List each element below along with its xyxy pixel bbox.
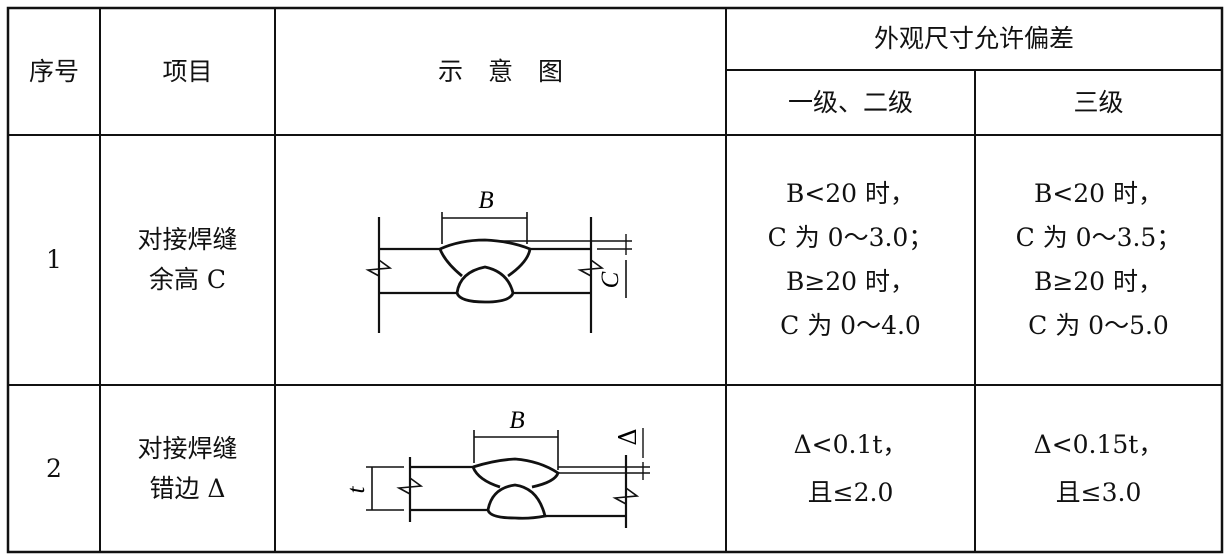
header-grade3: 三级 <box>1073 87 1124 117</box>
label-b: B <box>478 187 493 214</box>
text-line: C 为 0～3.5； <box>1015 223 1182 252</box>
row2-item-line2: 错边 Δ <box>149 473 226 503</box>
text-line: C 为 0～4.0 <box>780 311 921 340</box>
label-delta: Δ <box>614 428 642 445</box>
header-tolerance: 外观尺寸允许偏差 <box>873 24 1074 53</box>
butt-weld-reinforcement-diagram <box>365 212 632 333</box>
row1-grade3: B<20 时， C 为 0～3.5； B≥20 时， C 为 0～5.0 <box>975 135 1222 385</box>
header-grade12: 一级、二级 <box>787 87 913 117</box>
text-line: Δ<0.15t， <box>1033 429 1164 459</box>
text-line: C 为 0～5.0 <box>1028 311 1169 340</box>
row2-grade3: Δ<0.15t， 且≤3.0 <box>975 385 1222 552</box>
row2-item: 对接焊缝 错边 Δ <box>100 385 275 552</box>
row1-item-line2: 余高 C <box>148 265 227 294</box>
text-line: B≥20 时， <box>785 267 916 296</box>
row2-item-line1: 对接焊缝 <box>137 433 238 463</box>
butt-weld-misalignment-diagram <box>366 428 650 528</box>
row1-grade12: B<20 时， C 为 0～3.0； B≥20 时， C 为 0～4.0 <box>726 135 975 385</box>
text-line: B<20 时， <box>1033 179 1164 208</box>
text-line: B<20 时， <box>785 179 916 208</box>
label-b2: B <box>509 407 524 434</box>
row2-grade12: Δ<0.1t， 且≤2.0 <box>726 385 975 552</box>
text-line: Δ<0.1t， <box>793 429 908 459</box>
row2-no: 2 <box>46 453 62 483</box>
header-no: 序号 <box>28 56 79 86</box>
text-line: C 为 0～3.0； <box>767 223 934 252</box>
row1-no: 1 <box>46 245 62 274</box>
text-line: 且≤3.0 <box>1055 477 1142 507</box>
row1-item: 对接焊缝 余高 C <box>100 135 275 385</box>
label-t: t <box>343 485 370 493</box>
header-diagram: 示 意 图 <box>437 56 563 86</box>
text-line: B≥20 时， <box>1033 267 1164 296</box>
header-item: 项目 <box>162 56 213 86</box>
text-line: 且≤2.0 <box>807 477 894 507</box>
label-c: C <box>597 271 624 288</box>
row1-item-line1: 对接焊缝 <box>137 225 238 254</box>
